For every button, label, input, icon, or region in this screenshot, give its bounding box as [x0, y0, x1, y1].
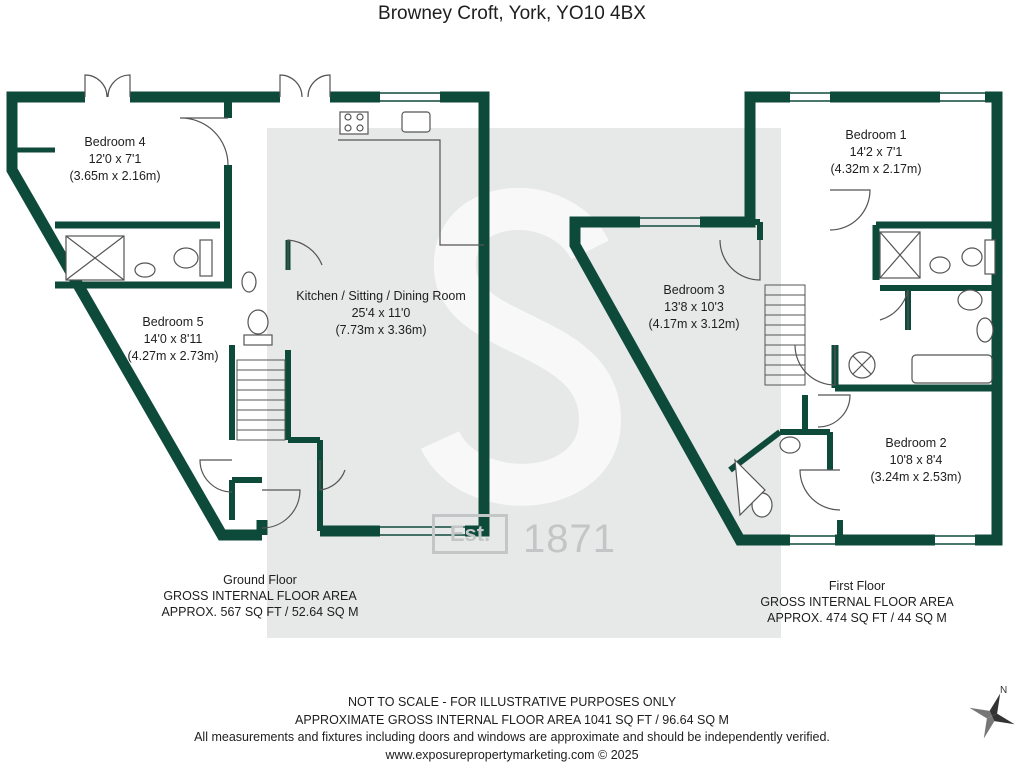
measurement-disclaimer: All measurements and fixtures including … [194, 730, 830, 744]
room-size-metric: (3.65m x 2.16m) [69, 169, 161, 183]
floor-area-value: APPROX. 474 SQ FT / 44 SQ M [767, 611, 947, 625]
website-credit: www.exposurepropertymarketing.com © 2025 [385, 747, 639, 762]
room-name: Bedroom 2 [885, 436, 947, 450]
room-size-imperial: 10'8 x 8'4 [889, 453, 943, 467]
total-area-note: APPROXIMATE GROSS INTERNAL FLOOR AREA 10… [295, 712, 729, 727]
floor-area-value: APPROX. 567 SQ FT / 52.64 SQ M [161, 605, 359, 619]
room-label-bedroom4: Bedroom 4 12'0 x 7'1 (3.65m x 2.16m) [60, 134, 170, 185]
room-size-metric: (4.32m x 2.17m) [830, 162, 922, 176]
room-name: Bedroom 4 [84, 135, 146, 149]
watermark-est-badge: Est. [432, 514, 508, 554]
watermark-year: 1871 [523, 517, 616, 561]
floor-name: Ground Floor [223, 573, 297, 587]
floor-area-heading: GROSS INTERNAL FLOOR AREA [760, 595, 954, 609]
room-size-imperial: 14'0 x 8'11 [143, 332, 203, 346]
room-size-metric: (4.17m x 3.12m) [648, 317, 740, 331]
room-name: Kitchen / Sitting / Dining Room [296, 289, 466, 303]
room-size-imperial: 12'0 x 7'1 [88, 152, 142, 166]
room-size-imperial: 25'4 x 11'0 [351, 306, 411, 320]
disclaimer-footer: NOT TO SCALE - FOR ILLUSTRATIVE PURPOSES… [0, 694, 1024, 764]
room-size-metric: (4.27m x 2.73m) [127, 349, 219, 363]
room-label-bedroom3: Bedroom 3 13'8 x 10'3 (4.17m x 3.12m) [634, 282, 754, 333]
ground-floor-caption: Ground Floor GROSS INTERNAL FLOOR AREA A… [150, 572, 370, 620]
room-label-bedroom5: Bedroom 5 14'0 x 8'11 (4.27m x 2.73m) [118, 314, 228, 365]
room-size-metric: (3.24m x 2.53m) [870, 470, 962, 484]
floor-area-heading: GROSS INTERNAL FLOOR AREA [163, 589, 357, 603]
room-label-bedroom1: Bedroom 1 14'2 x 7'1 (4.32m x 2.17m) [816, 127, 936, 178]
room-label-bedroom2: Bedroom 2 10'8 x 8'4 (3.24m x 2.53m) [856, 435, 976, 486]
room-size-imperial: 14'2 x 7'1 [849, 145, 903, 159]
room-name: Bedroom 3 [663, 283, 725, 297]
compass-icon: N [969, 685, 1015, 739]
first-floor-outer-wall [700, 91, 790, 228]
first-floor-caption: First Floor GROSS INTERNAL FLOOR AREA AP… [747, 578, 967, 626]
room-size-metric: (7.73m x 3.36m) [335, 323, 427, 337]
room-name: Bedroom 1 [845, 128, 907, 142]
room-name: Bedroom 5 [142, 315, 204, 329]
floor-name: First Floor [828, 579, 886, 593]
compass-north-label: N [1000, 685, 1007, 696]
room-label-kitchen: Kitchen / Sitting / Dining Room 25'4 x 1… [288, 288, 474, 339]
not-to-scale-note: NOT TO SCALE - FOR ILLUSTRATIVE PURPOSES… [347, 695, 677, 709]
ground-floor-outer-wall [6, 91, 262, 541]
plan-title: Browney Croft, York, YO10 4BX [378, 3, 646, 24]
room-size-imperial: 13'8 x 10'3 [664, 300, 724, 314]
